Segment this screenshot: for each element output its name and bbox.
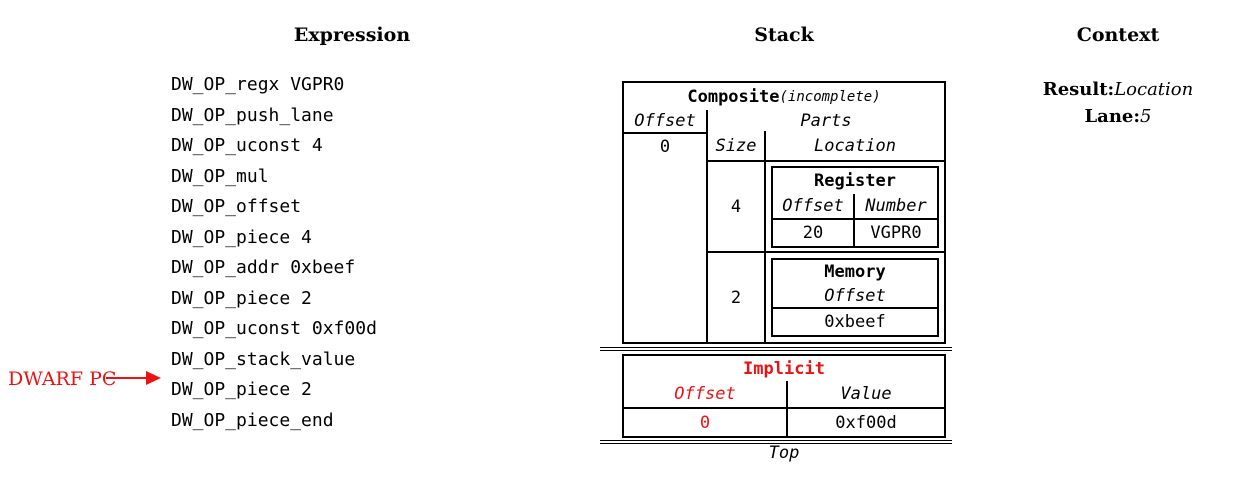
expression-item: DW_OP_piece 4 (171, 226, 312, 248)
stack-entry-separator (600, 347, 952, 351)
implicit-value-header: Value (786, 381, 944, 407)
stack-top-label: Top (768, 443, 800, 463)
expression-item: DW_OP_piece 2 (171, 287, 312, 309)
register-location-table: Register Offset Number 20 VGPR0 (771, 165, 939, 248)
implicit-title: Implicit (743, 358, 825, 379)
register-title: Register (814, 170, 896, 191)
dwarf-pc-arrow (106, 377, 148, 379)
register-number-header: Number (855, 194, 937, 220)
register-headers-row: Offset Number (773, 193, 937, 220)
stack-entry-implicit: Implicit Offset Value 0 0xf00d (622, 354, 946, 438)
lane-label: Lane: (1084, 106, 1141, 127)
part-size-value: 2 (708, 251, 766, 342)
implicit-offset-value: 0 (624, 407, 786, 436)
composite-offset-header: Offset (624, 110, 706, 134)
memory-offset-value: 0xbeef (824, 312, 886, 332)
context-lane-line: Lane:5 (1018, 106, 1218, 127)
implicit-offset-header: Offset (674, 384, 736, 404)
context-result-line: Result:Location (1018, 79, 1218, 100)
context-column-title: Context (1076, 24, 1160, 46)
expression-item: DW_OP_stack_value (171, 348, 356, 370)
composite-offset-column: Offset 0 (624, 110, 708, 342)
composite-offset-value: 0 (659, 137, 671, 157)
memory-title: Memory (824, 262, 886, 282)
dwarf-pc-label: DWARF PC (8, 368, 117, 390)
expression-item: DW_OP_mul (171, 165, 269, 187)
part-location-cell: Memory Offset 0xbeef (766, 251, 944, 342)
composite-body: Offset 0 Parts Size Location 4 Register … (624, 110, 944, 342)
dwarf-pc-arrowhead-icon (146, 371, 161, 385)
register-offset-header: Offset (773, 193, 855, 220)
expression-item: DW_OP_offset (171, 196, 302, 218)
result-label: Result: (1042, 79, 1115, 100)
composite-title-row: Composite(incomplete) (624, 83, 944, 110)
implicit-grid: Offset Value 0 0xf00d (624, 381, 944, 436)
expression-list: DW_OP_regx VGPR0 DW_OP_push_lane DW_OP_u… (171, 70, 377, 437)
expression-item: DW_OP_addr 0xbeef (171, 257, 356, 279)
expression-item: DW_OP_uconst 4 (171, 135, 323, 157)
implicit-value-value: 0xf00d (786, 407, 944, 436)
composite-parts-grid: Size Location 4 Register Offset Number 2… (708, 131, 944, 342)
expression-column-title: Expression (293, 24, 411, 46)
expression-item: DW_OP_regx VGPR0 (171, 74, 345, 95)
register-number-value: VGPR0 (870, 222, 922, 243)
part-size-value: 4 (708, 160, 766, 251)
expression-item: DW_OP_push_lane (171, 104, 334, 126)
register-values-row: 20 VGPR0 (773, 219, 937, 246)
parts-size-header: Size (708, 131, 766, 160)
composite-title: Composite (687, 86, 780, 107)
composite-parts-column: Parts Size Location 4 Register Offset Nu… (708, 110, 944, 342)
parts-location-header: Location (814, 135, 896, 156)
result-value: Location (1114, 79, 1194, 100)
memory-location-table: Memory Offset 0xbeef (771, 258, 939, 337)
memory-offset-header: Offset (773, 284, 937, 309)
lane-value: 5 (1140, 106, 1152, 127)
composite-subtitle: (incomplete) (779, 88, 881, 105)
expression-item: DW_OP_piece_end (171, 410, 334, 432)
stack-top-separator (600, 440, 952, 444)
part-location-cell: Register Offset Number 20 VGPR0 (766, 160, 944, 251)
expression-item-current: DW_OP_piece 2 (171, 379, 312, 401)
composite-parts-header: Parts (800, 110, 852, 131)
register-offset-value: 20 (773, 219, 855, 246)
expression-item: DW_OP_uconst 0xf00d (171, 318, 377, 340)
stack-column-title: Stack (754, 24, 814, 46)
stack-entry-composite: Composite(incomplete) Offset 0 Parts Siz… (622, 81, 946, 344)
